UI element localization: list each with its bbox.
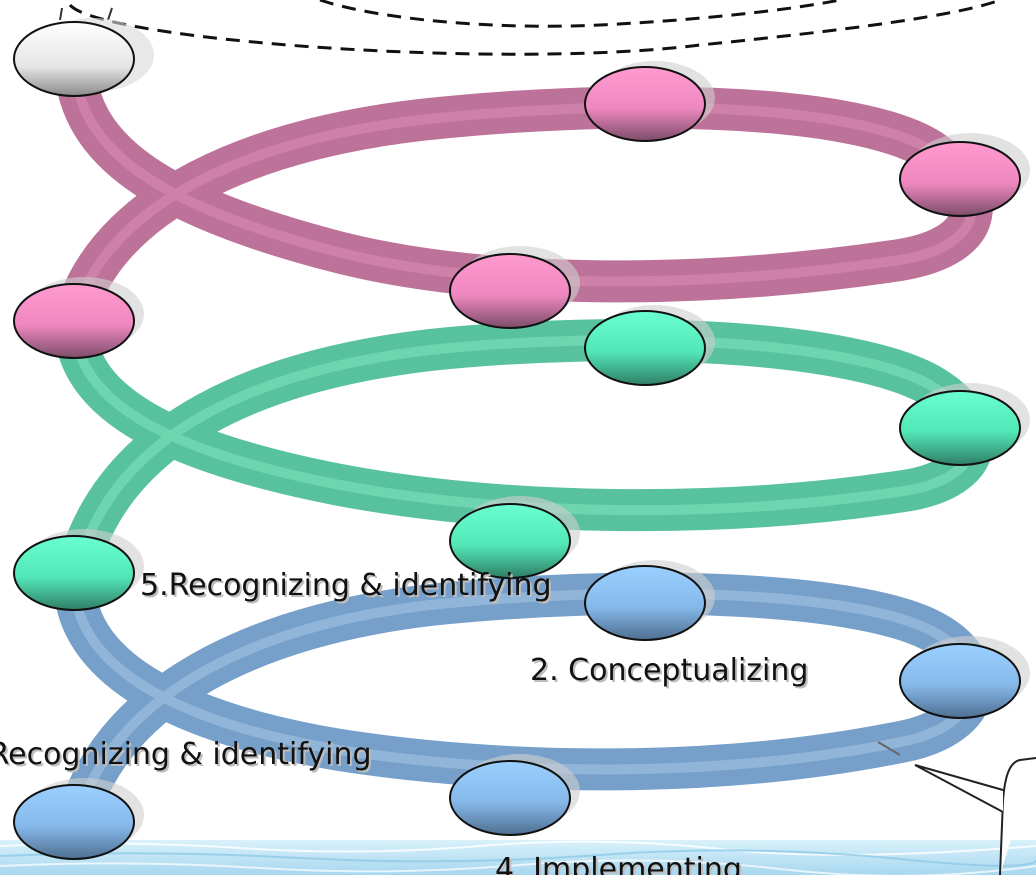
label-implementing-shadow: 4. Implementing <box>497 854 744 875</box>
node-green-left <box>13 535 135 611</box>
label-implementing: 4. Implementing <box>495 852 742 875</box>
callout-bubble <box>999 757 1036 875</box>
node-green-top <box>584 310 706 386</box>
node-blue-left <box>13 784 135 860</box>
node-pink-right <box>899 141 1021 217</box>
pointer-mark <box>877 741 901 756</box>
dashed-loop <box>68 0 1001 56</box>
label-conceptualizing-shadow: 2. Conceptualizing <box>532 655 810 690</box>
node-blue-top <box>584 565 706 641</box>
label-recognizing-5-shadow: 5.Recognizing & identifying <box>142 570 554 605</box>
label-recognizing-5: 5.Recognizing & identifying <box>140 568 552 603</box>
label-recognizing-1: 1.Recognizing & identifying <box>0 737 372 772</box>
label-conceptualizing: 2. Conceptualizing <box>530 653 808 688</box>
node-blue-bottom <box>449 760 571 836</box>
water-strip <box>0 840 1036 875</box>
labels: 5.Recognizing & identifying 5.Recognizin… <box>0 568 810 875</box>
node-green-right <box>899 390 1021 466</box>
dashed-loop-inner <box>319 0 841 28</box>
pink-spiral-band <box>54 39 993 321</box>
node-pink-top <box>584 66 706 142</box>
node-pink-left <box>13 283 135 359</box>
pin-marks <box>59 7 113 21</box>
node-green-bottom <box>449 503 571 579</box>
node-blue-right <box>899 643 1021 719</box>
nodes <box>13 18 1030 860</box>
callout-pointer <box>914 764 1004 813</box>
node-gray-ellipse <box>13 21 135 97</box>
node-pink-bottom <box>449 253 571 329</box>
label-recognizing-1-shadow: 1.Recognizing & identifying <box>0 739 374 774</box>
